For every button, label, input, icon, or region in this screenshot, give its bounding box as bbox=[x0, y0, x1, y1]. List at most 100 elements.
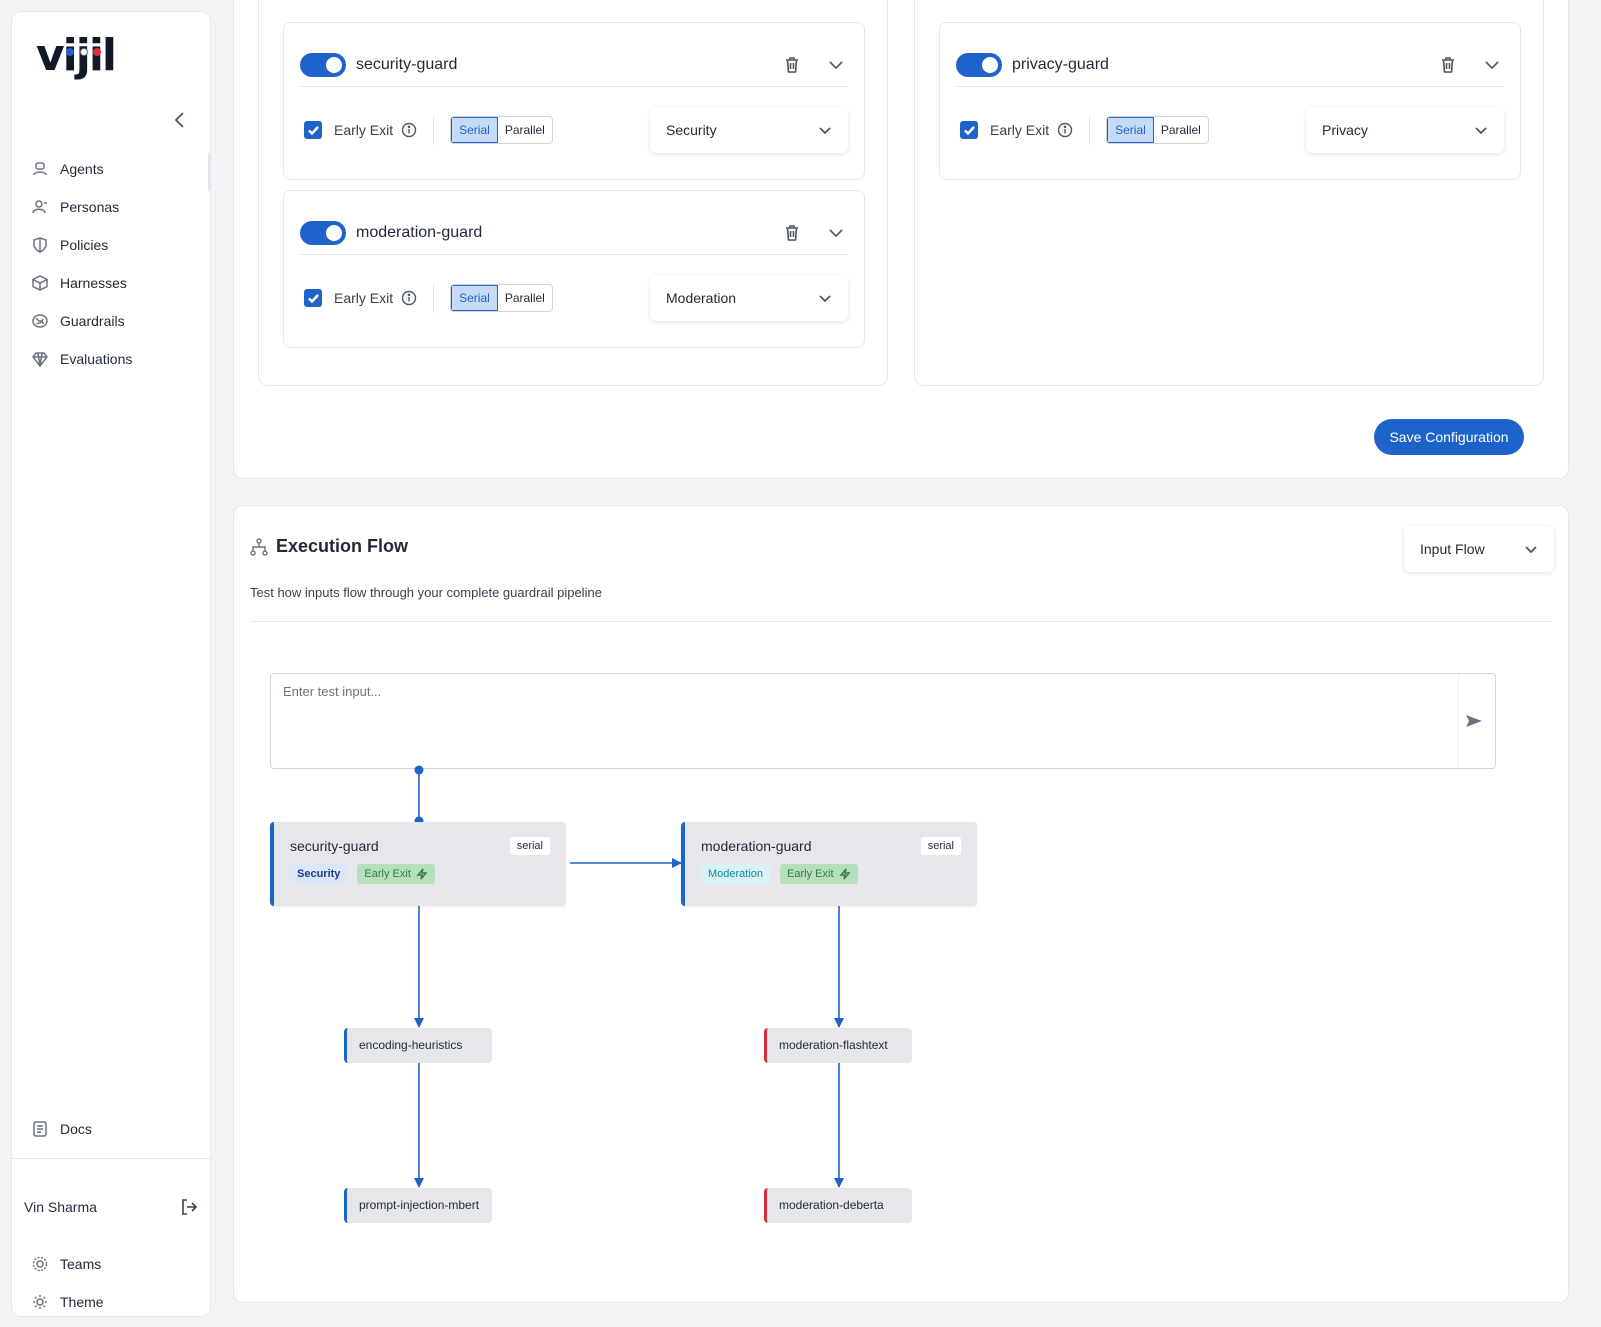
sidebar-item-label: Evaluations bbox=[60, 351, 133, 367]
personas-icon bbox=[32, 200, 47, 214]
output-guards-column: privacy-guard Early Exit Serial Parallel… bbox=[914, 0, 1544, 386]
chevron-down-icon[interactable] bbox=[824, 53, 848, 77]
node-tags: Moderation Early Exit bbox=[701, 864, 858, 884]
flow-node-moderation-guard[interactable]: moderation-guard serial Moderation Early… bbox=[681, 822, 977, 906]
flow-direction-select[interactable]: Input Flow bbox=[1404, 526, 1554, 572]
serial-option[interactable]: Serial bbox=[451, 117, 498, 143]
sidebar-nav: Agents Personas Policies Harnesses Guard… bbox=[12, 150, 210, 378]
logo-text: vijil bbox=[36, 30, 117, 81]
parallel-option[interactable]: Parallel bbox=[1160, 123, 1201, 137]
guard-header: moderation-guard bbox=[300, 211, 848, 255]
logo-dots bbox=[56, 48, 104, 58]
sidebar-item-label: Policies bbox=[60, 237, 109, 253]
category-value: Moderation bbox=[666, 290, 737, 306]
logout-icon[interactable] bbox=[180, 1198, 198, 1216]
user-name: Vin Sharma bbox=[24, 1199, 97, 1215]
sun-icon bbox=[33, 1295, 47, 1309]
guard-enable-toggle[interactable] bbox=[956, 52, 1002, 77]
early-exit-checkbox[interactable] bbox=[304, 121, 322, 139]
info-icon[interactable] bbox=[401, 290, 417, 306]
node-tags: Security Early Exit bbox=[290, 864, 435, 884]
logo-dot-red bbox=[93, 48, 101, 56]
flow-node-security-guard[interactable]: security-guard serial Security Early Exi… bbox=[270, 822, 566, 906]
chevron-down-icon bbox=[1475, 127, 1487, 135]
divider bbox=[433, 283, 435, 313]
sidebar-item-personas[interactable]: Personas bbox=[12, 188, 210, 226]
trash-icon[interactable] bbox=[780, 221, 804, 245]
category-value: Security bbox=[666, 122, 717, 138]
test-input-field[interactable] bbox=[271, 674, 1459, 768]
execution-flow-heading: Execution Flow bbox=[250, 536, 408, 557]
execution-mode-toggle: Serial Parallel bbox=[450, 284, 553, 312]
chevron-down-icon[interactable] bbox=[1480, 53, 1504, 77]
teams-icon bbox=[32, 1256, 48, 1272]
info-icon[interactable] bbox=[1057, 122, 1073, 138]
guardrail-config-panel: security-guard Early Exit Serial Paralle… bbox=[233, 0, 1569, 479]
sidebar-item-label: Agents bbox=[60, 161, 104, 177]
sidebar-item-teams[interactable]: Teams bbox=[12, 1245, 210, 1283]
sidebar-item-guardrails[interactable]: Guardrails bbox=[12, 302, 210, 340]
category-tag: Security bbox=[290, 864, 348, 884]
flow-node-moderation-flashtext[interactable]: moderation-flashtext bbox=[764, 1028, 912, 1063]
early-exit-checkbox[interactable] bbox=[960, 121, 978, 139]
flow-node-prompt-injection-mbert[interactable]: prompt-injection-mbert bbox=[344, 1188, 492, 1223]
sidebar-item-label: Harnesses bbox=[60, 275, 127, 291]
category-select[interactable]: Moderation bbox=[650, 275, 848, 321]
sidebar-item-docs[interactable]: Docs bbox=[12, 1110, 210, 1148]
test-input-box bbox=[270, 673, 1496, 769]
sidebar-item-evaluations[interactable]: Evaluations bbox=[12, 340, 210, 378]
sidebar: vijil Agents Personas Policies Harnesses bbox=[11, 11, 211, 1317]
guard-header: privacy-guard bbox=[956, 43, 1504, 87]
chevron-down-icon bbox=[819, 127, 831, 135]
early-exit-checkbox[interactable] bbox=[304, 289, 322, 307]
info-icon[interactable] bbox=[401, 122, 417, 138]
execution-mode-toggle: Serial Parallel bbox=[450, 116, 553, 144]
trash-icon[interactable] bbox=[1436, 53, 1460, 77]
sidebar-item-theme[interactable]: Theme bbox=[12, 1283, 210, 1321]
flow-node-moderation-deberta[interactable]: moderation-deberta bbox=[764, 1188, 912, 1223]
guard-card-security: security-guard Early Exit Serial Paralle… bbox=[283, 22, 865, 180]
lightning-icon bbox=[839, 868, 851, 880]
guard-card-privacy: privacy-guard Early Exit Serial Parallel… bbox=[939, 22, 1521, 180]
guard-enable-toggle[interactable] bbox=[300, 52, 346, 77]
node-title: security-guard bbox=[290, 838, 379, 854]
save-configuration-button[interactable]: Save Configuration bbox=[1374, 419, 1524, 455]
chevron-down-icon bbox=[819, 295, 831, 303]
chevron-left-icon[interactable] bbox=[170, 108, 190, 132]
serial-option[interactable]: Serial bbox=[1107, 117, 1154, 143]
sidebar-item-agents[interactable]: Agents bbox=[12, 150, 210, 188]
vijil-logo[interactable]: vijil bbox=[36, 34, 117, 78]
flow-node-encoding-heuristics[interactable]: encoding-heuristics bbox=[344, 1028, 492, 1063]
sidebar-docs-section: Docs bbox=[12, 1110, 210, 1148]
guard-card-moderation: moderation-guard Early Exit Serial Paral… bbox=[283, 190, 865, 348]
flow-select-value: Input Flow bbox=[1420, 541, 1485, 557]
early-exit-tag: Early Exit bbox=[780, 864, 858, 884]
page-title: Execution Flow bbox=[276, 536, 409, 556]
user-row: Vin Sharma bbox=[24, 1198, 198, 1216]
agents-icon bbox=[33, 162, 47, 176]
sidebar-item-label: Guardrails bbox=[60, 313, 125, 329]
sidebar-item-harnesses[interactable]: Harnesses bbox=[12, 264, 210, 302]
lightning-icon bbox=[416, 868, 428, 880]
logo-dot-blue bbox=[66, 48, 74, 56]
input-guards-column: security-guard Early Exit Serial Paralle… bbox=[258, 0, 888, 386]
guard-name: security-guard bbox=[356, 55, 458, 73]
trash-icon[interactable] bbox=[780, 53, 804, 77]
guard-enable-toggle[interactable] bbox=[300, 220, 346, 245]
sidebar-item-label: Docs bbox=[60, 1121, 92, 1137]
serial-option[interactable]: Serial bbox=[451, 285, 498, 311]
divider bbox=[1089, 115, 1091, 145]
nav-scroll-indicator bbox=[208, 153, 210, 191]
category-select[interactable]: Privacy bbox=[1306, 107, 1504, 153]
parallel-option[interactable]: Parallel bbox=[504, 123, 545, 137]
sidebar-item-label: Theme bbox=[60, 1294, 104, 1310]
category-select[interactable]: Security bbox=[650, 107, 848, 153]
send-icon[interactable] bbox=[1465, 712, 1483, 730]
parallel-option[interactable]: Parallel bbox=[504, 291, 545, 305]
early-exit-tag-label: Early Exit bbox=[364, 868, 411, 880]
node-title: moderation-guard bbox=[701, 838, 812, 854]
chevron-down-icon[interactable] bbox=[824, 221, 848, 245]
execution-flow-subtitle: Test how inputs flow through your comple… bbox=[250, 585, 602, 600]
shield-icon bbox=[33, 237, 47, 253]
sidebar-item-policies[interactable]: Policies bbox=[12, 226, 210, 264]
